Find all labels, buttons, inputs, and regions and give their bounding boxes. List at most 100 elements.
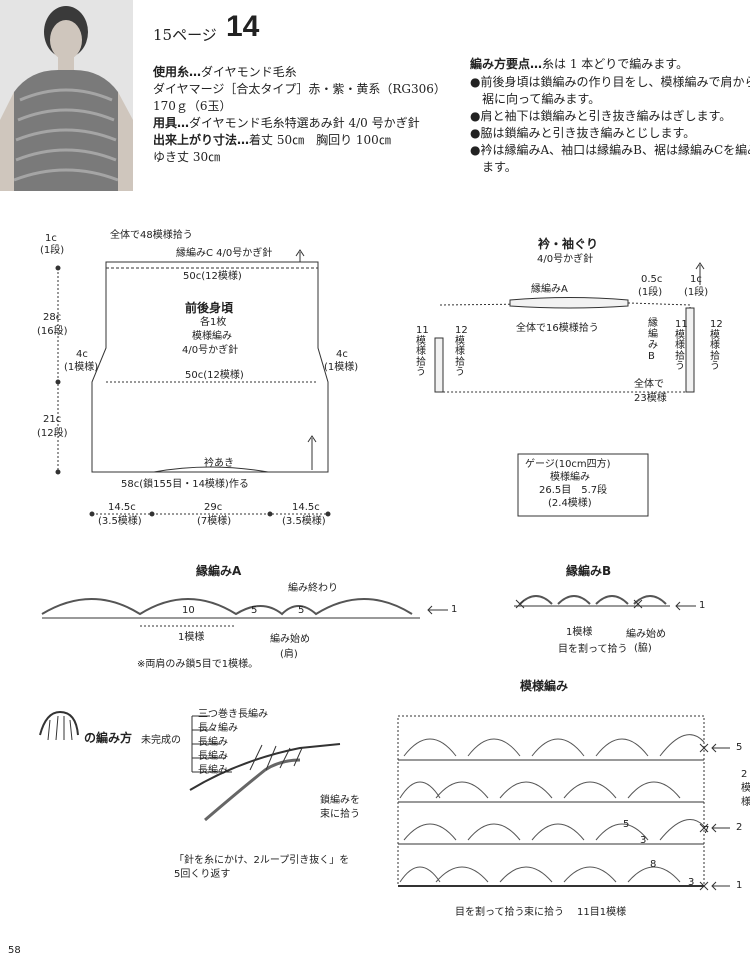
technique-bundle-1: 鎖編みを xyxy=(320,795,360,806)
instructions-title: 編み方要点… xyxy=(470,57,543,71)
edge-a-end: 編み終わり xyxy=(288,583,338,594)
technique-t5: 長編み xyxy=(198,765,228,776)
collar-d05: 0.5c xyxy=(641,274,663,285)
edge-a-scallops xyxy=(41,598,413,616)
edge-a-5b: 5 xyxy=(298,605,305,616)
left-h1-dim: 28c xyxy=(43,312,62,323)
yarn-line: 使用糸…ダイヤモンド毛糸 xyxy=(153,66,297,78)
collar-band xyxy=(509,297,629,309)
yarn-label: 使用糸… xyxy=(153,65,202,79)
technique-title: の編み方 xyxy=(84,731,133,745)
instructions-heading: 編み方要点…糸は 1 本どりで編みます。 xyxy=(470,58,688,70)
pattern-row-1: 1 xyxy=(736,880,743,891)
gauge-values: 26.5目 5.7段 xyxy=(539,485,608,496)
left-top-dim: 1c xyxy=(45,233,57,244)
body-neck: 衿あき xyxy=(204,458,234,469)
size-detail: ゆき丈 30㎝ xyxy=(153,150,221,164)
instruction-step: ●脇は鎖編みと引き抜き編みとじします。 xyxy=(470,126,696,140)
up-arrow xyxy=(295,249,305,262)
collar-d1-rows: (1段) xyxy=(684,287,709,298)
right-cuff xyxy=(685,307,695,393)
pattern-row-2: 2 xyxy=(736,822,743,833)
edge-a-10: 10 xyxy=(182,605,195,616)
pattern-n3a: 3 xyxy=(640,835,647,846)
model-photo xyxy=(0,0,133,191)
left-h2-rows: (12段) xyxy=(37,428,68,439)
tools-line: 用具…ダイヤモンド毛糸特選あみ針 4/0 号かぎ針 xyxy=(153,117,420,129)
technique-t2: 長々編み xyxy=(198,723,238,734)
pattern-fans xyxy=(399,734,705,883)
collar-title: 衿・袖ぐり xyxy=(538,237,599,251)
size-value: 着丈 50㎝ 胸回り 100㎝ xyxy=(249,133,391,147)
edge-a-start: 編み始め xyxy=(270,634,310,645)
pattern-side-2: 模 xyxy=(741,783,750,794)
technique-bundle-2: 束に拾う xyxy=(320,809,360,820)
gauge-stitch: 模様編み xyxy=(550,472,590,483)
symbol-fan xyxy=(39,710,79,736)
collar-edge-b: 縁編みB xyxy=(648,318,658,362)
pattern-number: 14 xyxy=(226,10,260,43)
technique-unfinished: 未完成の xyxy=(141,735,181,746)
body-count: 各1枚 xyxy=(200,317,227,328)
model-photo-figure xyxy=(0,0,133,191)
collar-pick16: 全体で16模様拾う xyxy=(516,323,599,334)
collar-edge-a: 縁編みA xyxy=(531,284,568,295)
right-pick-12: 12模様拾う xyxy=(710,319,723,372)
collar-total-a: 全体で xyxy=(634,379,664,390)
body-hook: 4/0号かぎ針 xyxy=(182,345,239,356)
edge-a-title: 縁編みA xyxy=(196,564,242,578)
segment-3-pattern: (3.5模様) xyxy=(282,516,326,527)
collar-hook: 4/0号かぎ針 xyxy=(537,254,594,265)
edge-b-split: 目を割って拾う xyxy=(558,644,628,655)
collar-d1: 1c xyxy=(690,274,702,285)
edge-a-note: ※両肩のみ鎖5目で1模様。 xyxy=(137,659,259,670)
pattern-split: 目を割って拾う xyxy=(455,907,525,918)
gauge-title: ゲージ(10cm四方) xyxy=(525,459,611,470)
neck-curve xyxy=(153,466,269,473)
size-label: 出来上がり寸法… xyxy=(153,133,250,147)
left-h1-rows: (16段) xyxy=(37,326,68,337)
body-base: 58c(鎖155目・14模様)作る xyxy=(121,479,249,490)
up-arrow-2 xyxy=(307,435,317,470)
pattern-side-3: 様 xyxy=(741,797,750,808)
pattern-side-1: 2 xyxy=(741,769,748,780)
pattern-n5: 5 xyxy=(623,819,630,830)
edge-b-row-no: 1 xyxy=(699,600,706,611)
side-left-dim: 4c xyxy=(76,349,88,360)
left-h2-dim: 21c xyxy=(43,414,62,425)
right-pick-11: 11模様拾う xyxy=(675,319,688,372)
tools-label: 用具… xyxy=(153,116,190,130)
left-cuff xyxy=(434,337,444,393)
side-left-pattern: (1模様) xyxy=(64,362,99,373)
instruction-step: ●前後身頃は鎖編みの作り目をし、模様編みで肩から xyxy=(470,75,750,89)
hook-yarn xyxy=(189,743,341,791)
body-outline xyxy=(91,261,329,473)
technique-t4: 長編み xyxy=(198,751,228,762)
tools-value: ダイヤモンド毛糸特選あみ針 4/0 号かぎ針 xyxy=(189,116,420,130)
pattern-n8: 8 xyxy=(650,859,657,870)
edge-b-start-pos: (脇) xyxy=(634,643,652,654)
pattern-n3b: 3 xyxy=(688,877,695,888)
gauge-pattern: (2.4模様) xyxy=(548,498,592,509)
left-pick-11: 11模様拾う xyxy=(416,325,429,378)
page-number: 58 xyxy=(8,945,21,956)
edge-a-row-no: 1 xyxy=(451,604,458,615)
pattern-grid xyxy=(397,715,705,887)
segment-3: 14.5c xyxy=(292,502,320,513)
segment-1-pattern: (3.5模様) xyxy=(98,516,142,527)
edge-b-start: 編み始め xyxy=(626,629,666,640)
edge-b-title: 縁編みB xyxy=(566,564,612,578)
pattern-row-5: 5 xyxy=(736,742,743,753)
segment-2-pattern: (7模様) xyxy=(197,516,232,527)
pattern-unit: 11目1模様 xyxy=(577,907,627,918)
instruction-step: ●肩と袖下は鎖編みと引き抜き編みはぎします。 xyxy=(470,109,732,123)
segment-1: 14.5c xyxy=(108,502,136,513)
instruction-step: ます。 xyxy=(470,160,517,174)
pattern-title: 模様編み xyxy=(520,679,569,693)
collar-total-b: 23模様 xyxy=(634,393,667,404)
side-right-pattern: (1模様) xyxy=(324,362,359,373)
segment-2: 29c xyxy=(204,502,223,513)
side-right-dim: 4c xyxy=(336,349,348,360)
yarn-value: ダイヤモンド毛糸 xyxy=(201,65,297,79)
